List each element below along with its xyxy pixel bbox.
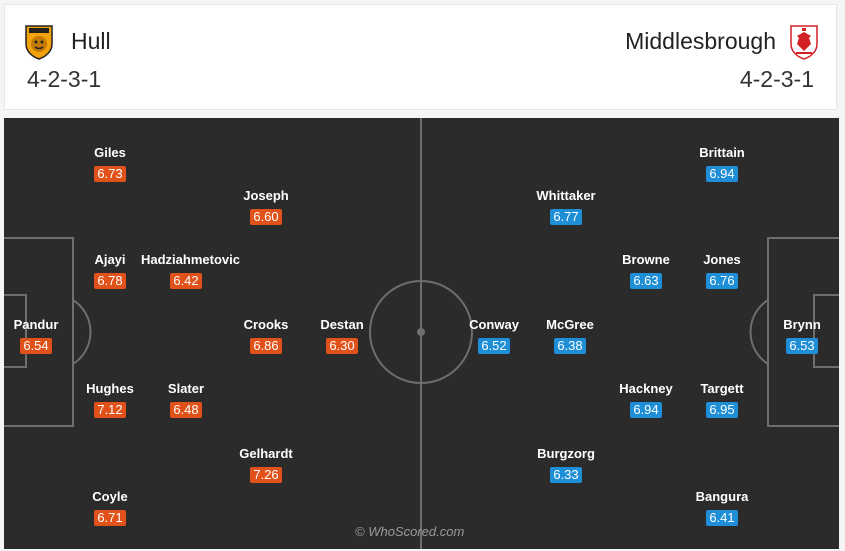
away-formation: 4-2-3-1 (739, 66, 814, 92)
player-home-ajayi[interactable]: Ajayi 6.78 (65, 252, 155, 290)
player-name: Brynn (783, 317, 821, 332)
player-name: Targett (700, 381, 744, 396)
player-rating: 6.30 (326, 338, 358, 354)
player-away-targett[interactable]: Targett 6.95 (677, 381, 767, 419)
player-name: Whittaker (536, 188, 596, 203)
pitch-lines (4, 118, 839, 549)
player-rating: 6.63 (630, 273, 662, 289)
player-name: Pandur (13, 317, 59, 332)
player-name: Destan (320, 317, 364, 332)
player-name: Jones (703, 252, 741, 267)
player-rating: 6.52 (478, 338, 510, 354)
player-away-jones[interactable]: Jones 6.76 (677, 252, 767, 290)
home-team-name[interactable]: Hull (71, 28, 111, 54)
pitch: Giles 6.73 Joseph 6.60 Ajayi 6.78 Hadzia… (4, 118, 839, 549)
player-rating: 6.60 (250, 209, 282, 225)
player-rating: 6.95 (706, 402, 738, 418)
player-rating: 6.53 (786, 338, 818, 354)
player-name: McGree (546, 317, 594, 332)
whoscored-watermark: © WhoScored.com (355, 524, 465, 539)
player-rating: 7.26 (250, 467, 282, 483)
player-name: Giles (94, 145, 126, 160)
player-away-brittain[interactable]: Brittain 6.94 (677, 145, 767, 183)
player-rating: 7.12 (94, 402, 126, 418)
player-name: Browne (622, 252, 670, 267)
player-home-giles[interactable]: Giles 6.73 (65, 145, 155, 183)
player-rating: 6.78 (94, 273, 126, 289)
player-away-bangura[interactable]: Bangura 6.41 (677, 489, 767, 527)
match-header: Hull 4-2-3-1 Middlesbrough 4-2-3-1 (4, 4, 837, 110)
player-home-gelhardt[interactable]: Gelhardt 7.26 (221, 446, 311, 484)
player-name: Joseph (243, 188, 289, 203)
player-name: Brittain (699, 145, 745, 160)
player-rating: 6.94 (706, 166, 738, 182)
player-rating: 6.33 (550, 467, 582, 483)
player-name: Gelhardt (239, 446, 293, 461)
player-name: Bangura (695, 489, 749, 504)
player-name: Ajayi (94, 252, 126, 267)
hull-city-crest-icon (23, 24, 55, 60)
player-rating: 6.94 (630, 402, 662, 418)
player-home-crooks[interactable]: Crooks 6.86 (221, 317, 311, 355)
player-away-conway[interactable]: Conway 6.52 (449, 317, 539, 355)
player-name: Hackney (619, 381, 673, 396)
player-rating: 6.48 (170, 402, 202, 418)
player-rating: 6.41 (706, 510, 738, 526)
player-name: Burgzorg (537, 446, 595, 461)
player-home-coyle[interactable]: Coyle 6.71 (65, 489, 155, 527)
player-rating: 6.54 (20, 338, 52, 354)
player-name: Coyle (92, 489, 128, 504)
player-rating: 6.71 (94, 510, 126, 526)
player-away-hackney[interactable]: Hackney 6.94 (601, 381, 691, 419)
player-name: Hadziahmetovic (141, 252, 240, 267)
player-rating: 6.73 (94, 166, 126, 182)
player-home-hadziahmetovic[interactable]: Hadziahmetovic 6.42 (141, 252, 240, 290)
player-home-pandur[interactable]: Pandur 6.54 (4, 317, 81, 355)
player-rating: 6.76 (706, 273, 738, 289)
player-away-mcgree[interactable]: McGree 6.38 (525, 317, 615, 355)
away-team-name[interactable]: Middlesbrough (625, 28, 776, 54)
player-away-browne[interactable]: Browne 6.63 (601, 252, 691, 290)
player-name: Conway (469, 317, 519, 332)
player-rating: 6.86 (250, 338, 282, 354)
player-away-whittaker[interactable]: Whittaker 6.77 (521, 188, 611, 226)
player-away-burgzorg[interactable]: Burgzorg 6.33 (521, 446, 611, 484)
player-rating: 6.42 (170, 273, 202, 289)
player-home-slater[interactable]: Slater 6.48 (141, 381, 231, 419)
player-home-hughes[interactable]: Hughes 7.12 (65, 381, 155, 419)
player-name: Slater (167, 381, 205, 396)
player-name: Crooks (243, 317, 289, 332)
player-home-destan[interactable]: Destan 6.30 (297, 317, 387, 355)
player-home-joseph[interactable]: Joseph 6.60 (221, 188, 311, 226)
player-rating: 6.38 (554, 338, 586, 354)
player-away-brynn[interactable]: Brynn 6.53 (757, 317, 839, 355)
player-rating: 6.77 (550, 209, 582, 225)
player-name: Hughes (86, 381, 134, 396)
middlesbrough-crest-icon (788, 24, 820, 60)
home-formation: 4-2-3-1 (27, 66, 102, 92)
